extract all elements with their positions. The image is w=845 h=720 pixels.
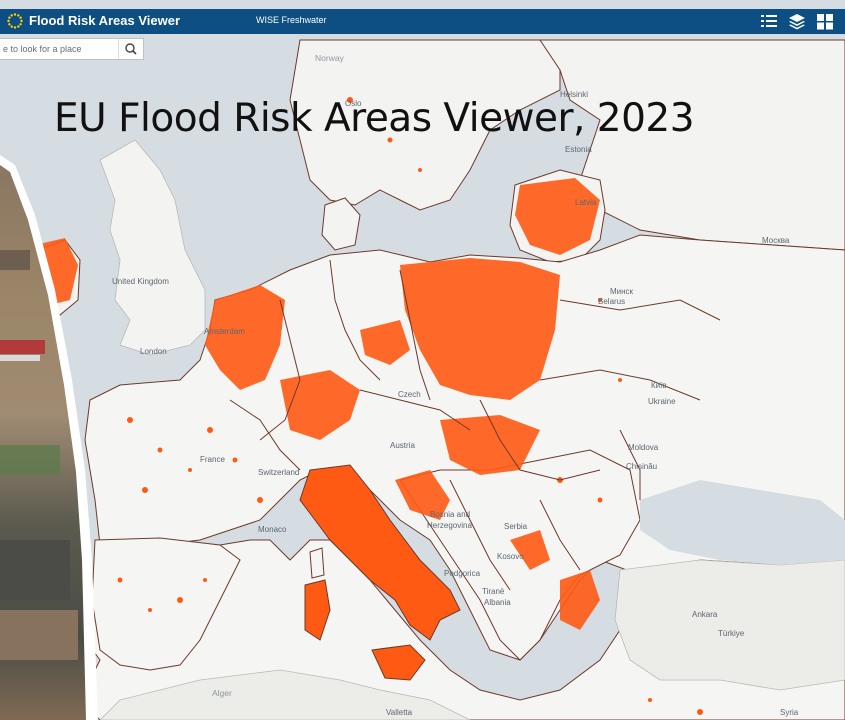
map-label-herzegovina: Herzegovina [427, 521, 472, 530]
eu-stars-logo-icon [7, 13, 23, 29]
app-subtitle: WISE Freshwater [256, 15, 327, 25]
app-title: Flood Risk Areas Viewer [29, 13, 181, 28]
iberian-peninsula [91, 537, 241, 671]
search-icon [125, 43, 137, 55]
search-input[interactable] [0, 39, 121, 59]
map-label-moscow: Москва [762, 236, 790, 245]
map-label-moldova: Moldova [628, 443, 659, 452]
overlay-title: EU Flood Risk Areas Viewer, 2023 [54, 96, 695, 141]
flood-photo-details [0, 250, 78, 660]
app-header: Flood Risk Areas Viewer WISE Freshwater [0, 9, 845, 34]
grid-icon[interactable] [816, 13, 834, 30]
map-label-podgorica: Podgorica [444, 569, 481, 578]
map-label-valletta: Valletta [386, 708, 413, 717]
layers-icon[interactable] [788, 13, 806, 30]
map-label-helsinki: Helsinki [560, 90, 589, 99]
map-label-bosnia: Bosnia and [430, 510, 471, 519]
map-label-monaco: Monaco [258, 525, 287, 534]
italy [299, 464, 461, 641]
map-label-albania: Albania [484, 598, 511, 607]
map-label-minsk: Минск [610, 287, 634, 296]
map-label-estonia: Estonia [565, 145, 592, 154]
north-africa [99, 669, 471, 720]
corsica [309, 547, 325, 579]
map-label-latvia: Latvia [575, 198, 597, 207]
map-label-turkiye: Türkiye [718, 629, 745, 638]
map-label-london: London [140, 347, 167, 356]
map-label-united-kingdom: United Kingdom [112, 277, 169, 286]
sicily [371, 644, 426, 681]
map-label-alger: Alger [212, 688, 232, 698]
map-label-ankara: Ankara [692, 610, 718, 619]
sardinia [304, 579, 331, 641]
map-label-france: France [200, 455, 225, 464]
flood-risk-areas [35, 178, 600, 630]
map-label-kyiv: Київ [651, 381, 667, 390]
denmark [321, 197, 361, 251]
search-button[interactable] [118, 39, 143, 59]
place-search [0, 38, 144, 60]
map-label-austria: Austria [390, 441, 415, 450]
map-label-ukraine: Ukraine [648, 397, 676, 406]
great-britain [99, 139, 206, 356]
black-sea [640, 480, 845, 565]
map-label-chisinau: Chișinău [626, 462, 658, 471]
map-label-oslo: Oslo [345, 99, 362, 108]
map-label-amsterdam: Amsterdam [204, 327, 245, 336]
map-label-kosovo: Kosovo [497, 552, 524, 561]
map-label-belarus: Belarus [598, 297, 626, 306]
list-icon[interactable] [760, 13, 778, 30]
map-label-norway: Norway [315, 53, 344, 63]
map-label-serbia: Serbia [504, 522, 528, 531]
country-borders [229, 259, 721, 591]
map-label-tirane: Tiranë [482, 587, 505, 596]
turkey [614, 559, 845, 691]
map-label-switzerland: Switzerland [258, 468, 300, 477]
map-label-czech: Czech [398, 390, 421, 399]
map-label-syria: Syria [780, 708, 799, 717]
